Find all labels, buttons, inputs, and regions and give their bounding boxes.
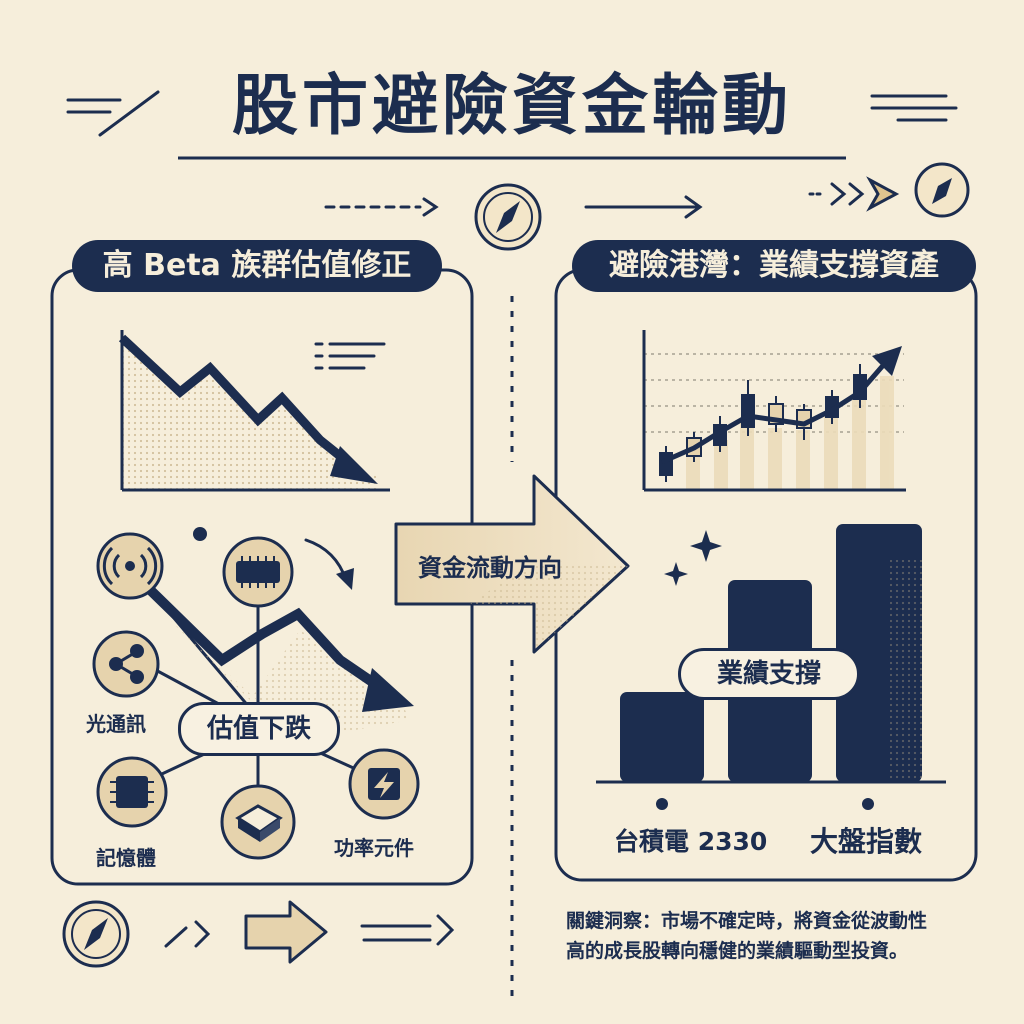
node-label-optical: 光通訊 <box>86 712 146 736</box>
key-insight: 關鍵洞察：市場不確定時，將資金從波動性 高的成長股轉向穩健的業績驅動型投資。 <box>566 906 986 966</box>
center-node-label: 估值下跌 <box>178 702 340 756</box>
key-insight-line-2: 高的成長股轉向穩健的業績驅動型投資。 <box>566 940 909 962</box>
decline-arrow <box>136 576 414 712</box>
key-insight-line-1: 關鍵洞察：市場不確定時，將資金從波動性 <box>566 910 928 932</box>
compass-icon <box>474 183 542 251</box>
left-panel-header: 高 Beta 族群估值修正 <box>72 240 442 292</box>
chevron-arrows-icon <box>808 176 900 212</box>
node-label-memory: 記憶體 <box>96 846 156 870</box>
speed-lines-icon <box>314 342 386 370</box>
power-chip-icon <box>348 748 420 820</box>
compass-small-icon <box>914 162 970 218</box>
performance-support-badge: 業績支撐 <box>678 648 860 700</box>
chip-icon <box>222 536 294 608</box>
component-icon <box>220 784 296 860</box>
page-title: 股市避險資金輪動 <box>232 66 792 144</box>
arrow-top-right <box>584 195 703 219</box>
share-network-icon <box>92 630 160 698</box>
memory-chip-icon <box>96 756 168 828</box>
bar-chart <box>596 524 946 810</box>
bullet-dot <box>193 527 207 541</box>
sparkle-icon <box>664 530 722 586</box>
compass-bottom-icon <box>62 900 130 968</box>
title-decoration-left <box>66 90 160 137</box>
candlestick-chart <box>642 330 906 492</box>
bottom-arrows <box>164 914 455 948</box>
flow-arrow-shading <box>470 560 628 652</box>
flow-arrow-label: 資金流動方向 <box>418 554 562 582</box>
node-label-power: 功率元件 <box>334 836 414 860</box>
bar-label-index: 大盤指數 <box>810 825 923 858</box>
title-decoration-right <box>870 94 958 122</box>
curved-arrow-icon <box>304 538 354 590</box>
network-dot-shading <box>170 620 410 740</box>
dashed-arrow-top-left <box>324 197 439 217</box>
declining-chart <box>118 330 390 492</box>
bar-1 <box>620 692 704 782</box>
signal-icon <box>96 532 164 600</box>
bar-label-tsmc: 台積電 2330 <box>614 827 768 856</box>
right-panel-header: 避險港灣：業績支撐資產 <box>572 240 976 292</box>
block-arrow-bottom <box>244 900 328 964</box>
